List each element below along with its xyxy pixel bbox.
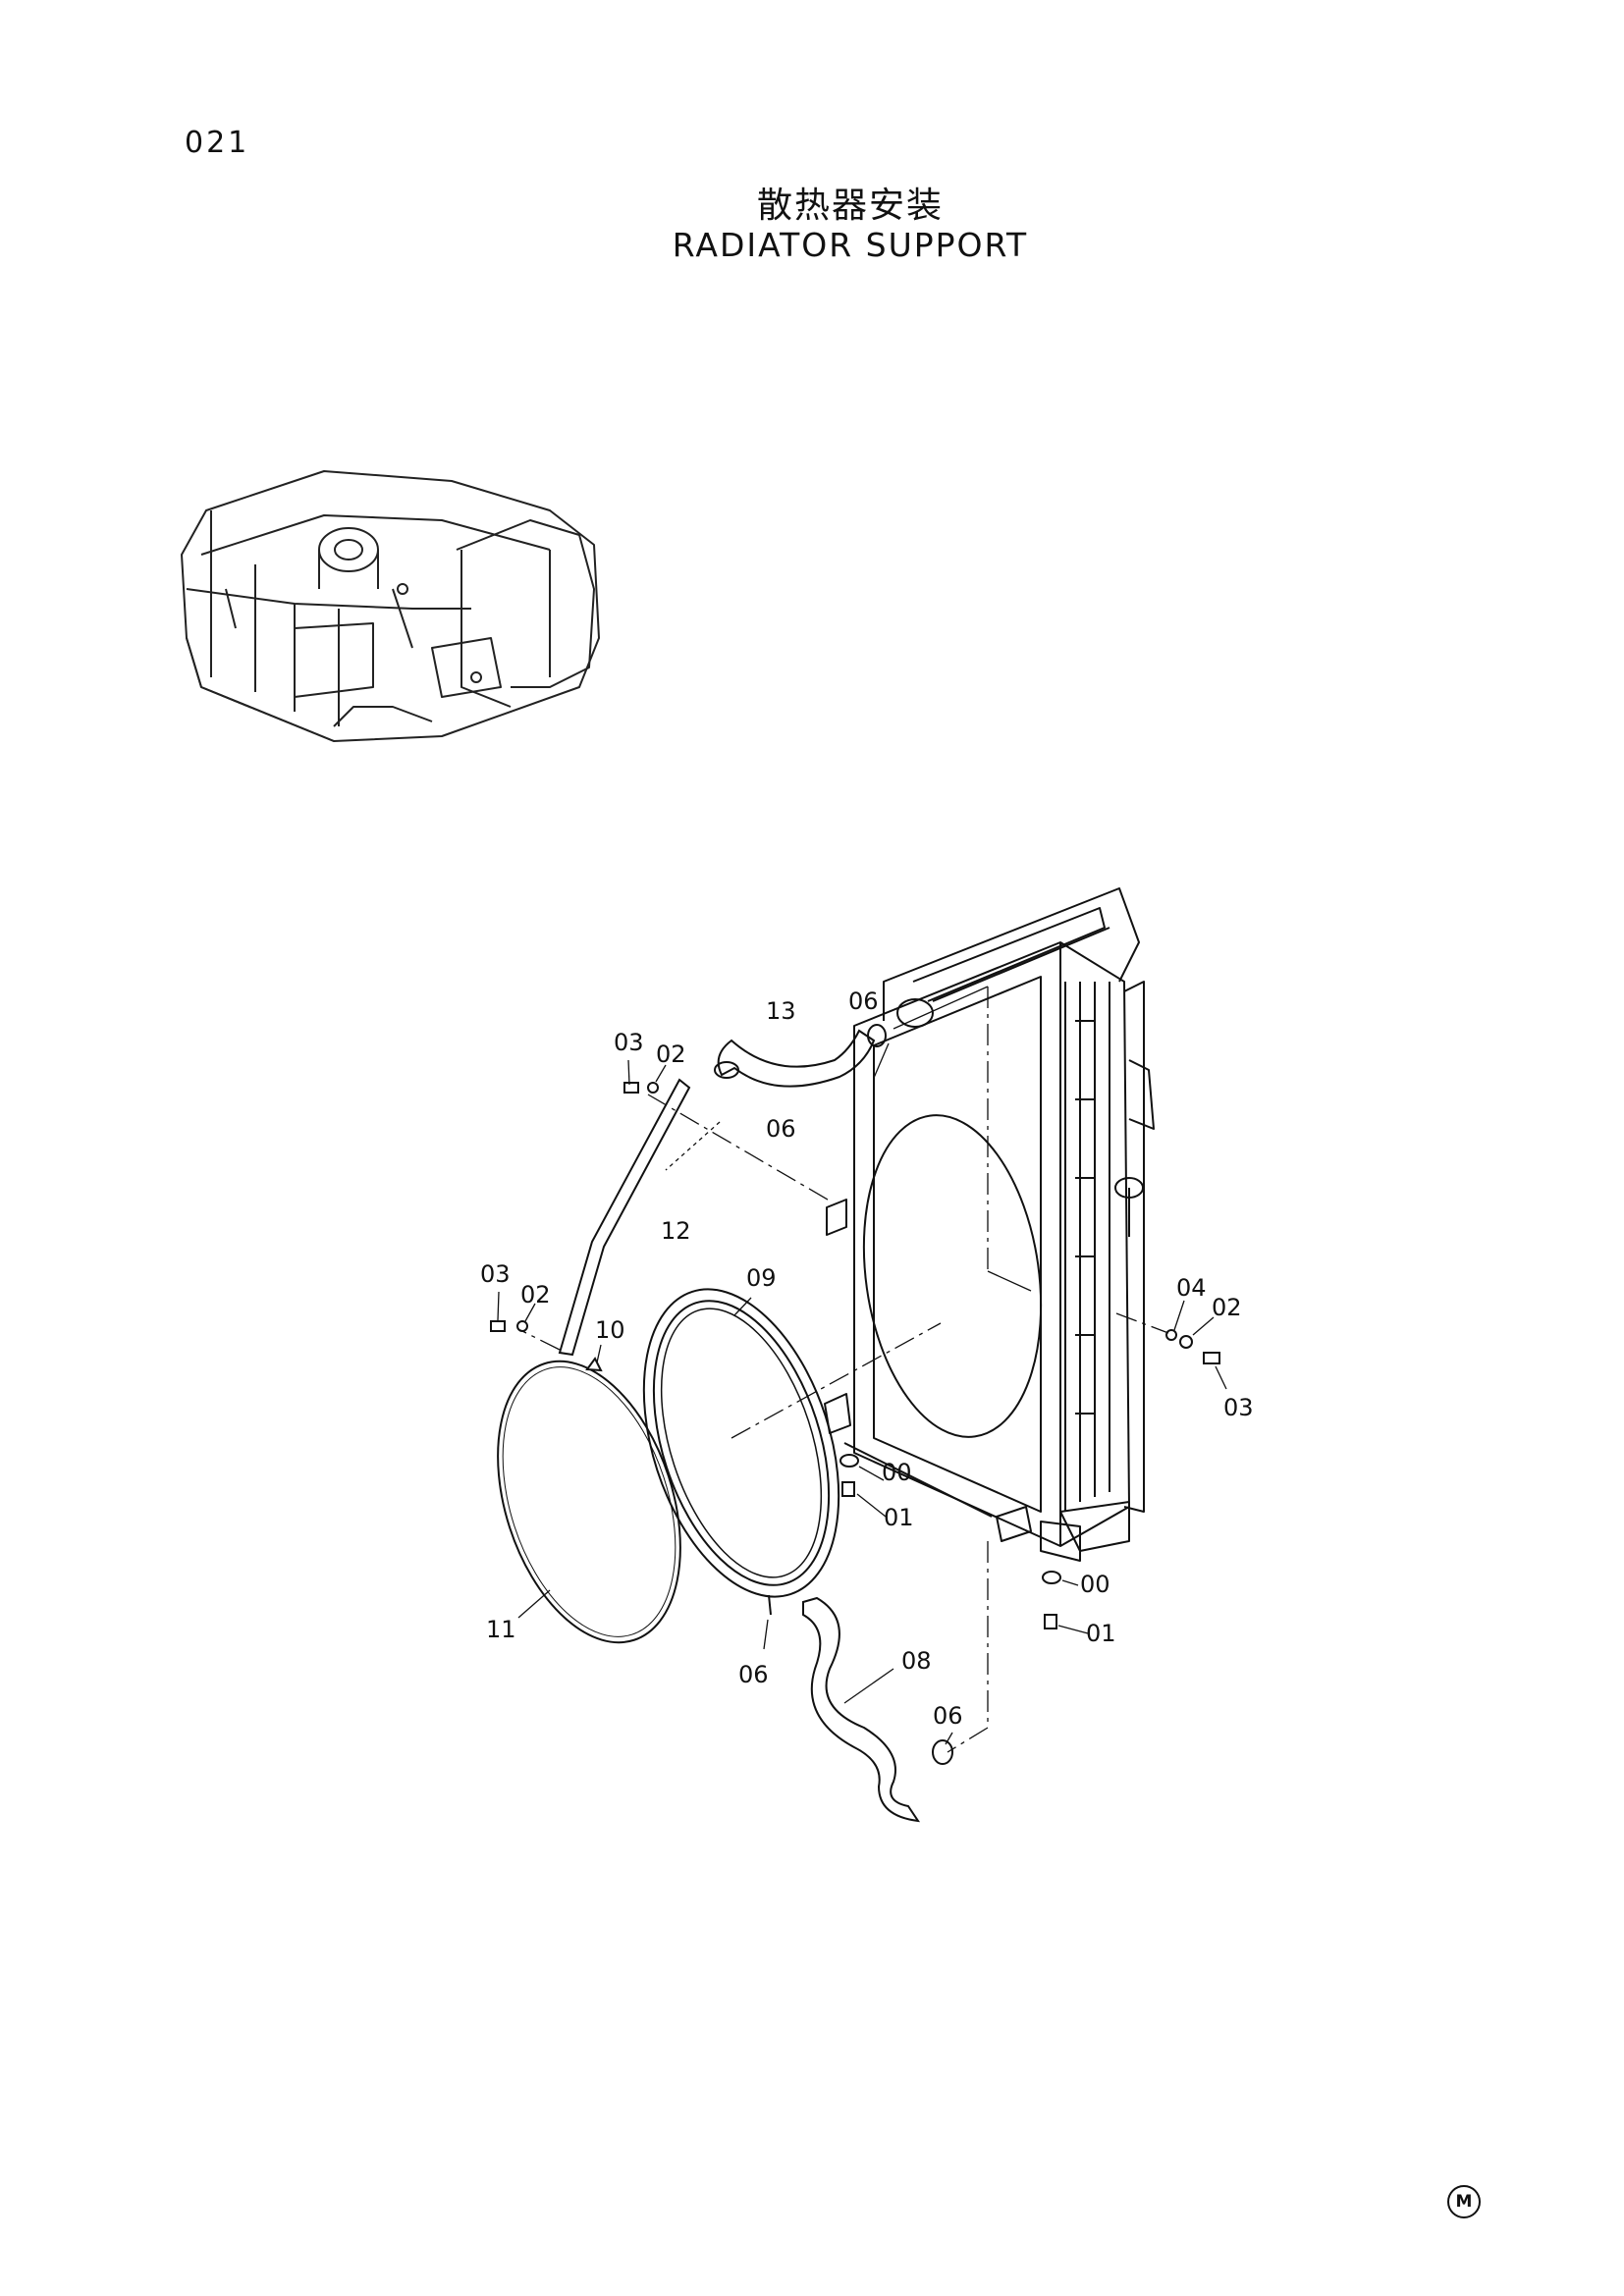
callout-04: 04 <box>1176 1274 1207 1302</box>
clamp-06-low <box>768 1594 772 1616</box>
fan-guard-part-11 <box>497 1360 681 1644</box>
callout-00-low: 00 <box>1080 1571 1110 1598</box>
spacer-04 <box>1165 1329 1177 1341</box>
bolt-03-left <box>490 1320 506 1332</box>
bolt-01-mid <box>841 1481 855 1497</box>
callout-06-hose: 06 <box>766 1115 796 1143</box>
callout-02-right: 02 <box>1212 1294 1242 1321</box>
washer-00-low <box>1042 1571 1061 1584</box>
washer-02-left <box>516 1320 528 1332</box>
bolt-03-top <box>623 1082 639 1094</box>
callout-09: 09 <box>746 1264 777 1292</box>
radiator-assembly <box>824 887 1155 1562</box>
bolt-01-low <box>1044 1614 1057 1629</box>
callout-02-left: 02 <box>520 1281 551 1308</box>
callout-11: 11 <box>486 1616 516 1643</box>
lower-hose-part-08 <box>802 1596 953 1823</box>
callout-03-right: 03 <box>1223 1394 1254 1421</box>
bracket-10 <box>585 1357 603 1372</box>
callout-06-top: 06 <box>848 988 879 1015</box>
machine-overview-illustration <box>181 470 600 742</box>
callout-08: 08 <box>901 1647 932 1675</box>
page-code: 021 <box>185 126 250 160</box>
callout-10: 10 <box>595 1316 625 1344</box>
callout-03-top: 03 <box>614 1029 644 1056</box>
page-title: RADIATOR SUPPORT <box>672 226 1029 264</box>
fasteners <box>490 1082 1220 1629</box>
callout-02-top: 02 <box>656 1041 686 1068</box>
fan-ring-part-09 <box>642 1288 840 1598</box>
upper-hose-part-13 <box>714 1024 887 1088</box>
callout-01-mid: 01 <box>884 1504 914 1531</box>
manufacturer-mark: M <box>1447 2185 1481 2218</box>
bolt-03-right <box>1203 1352 1220 1364</box>
callout-00-mid: 00 <box>882 1459 912 1486</box>
page-title-chinese: 散热器安装 <box>756 186 944 226</box>
washer-02-top <box>647 1082 659 1094</box>
callout-06-low: 06 <box>738 1661 769 1688</box>
washer-00-mid <box>839 1454 859 1468</box>
washer-02-right <box>1179 1335 1193 1349</box>
leader-lines <box>497 986 1227 1753</box>
callout-01-low: 01 <box>1086 1620 1116 1647</box>
callout-12: 12 <box>661 1217 691 1245</box>
callout-labels: 13 06 03 02 06 12 03 02 09 10 04 02 03 0… <box>480 988 1254 1730</box>
stay-part-12 <box>558 1078 691 1357</box>
callout-13: 13 <box>766 997 796 1025</box>
callout-06-clamp: 06 <box>933 1702 963 1730</box>
callout-03-left: 03 <box>480 1260 511 1288</box>
